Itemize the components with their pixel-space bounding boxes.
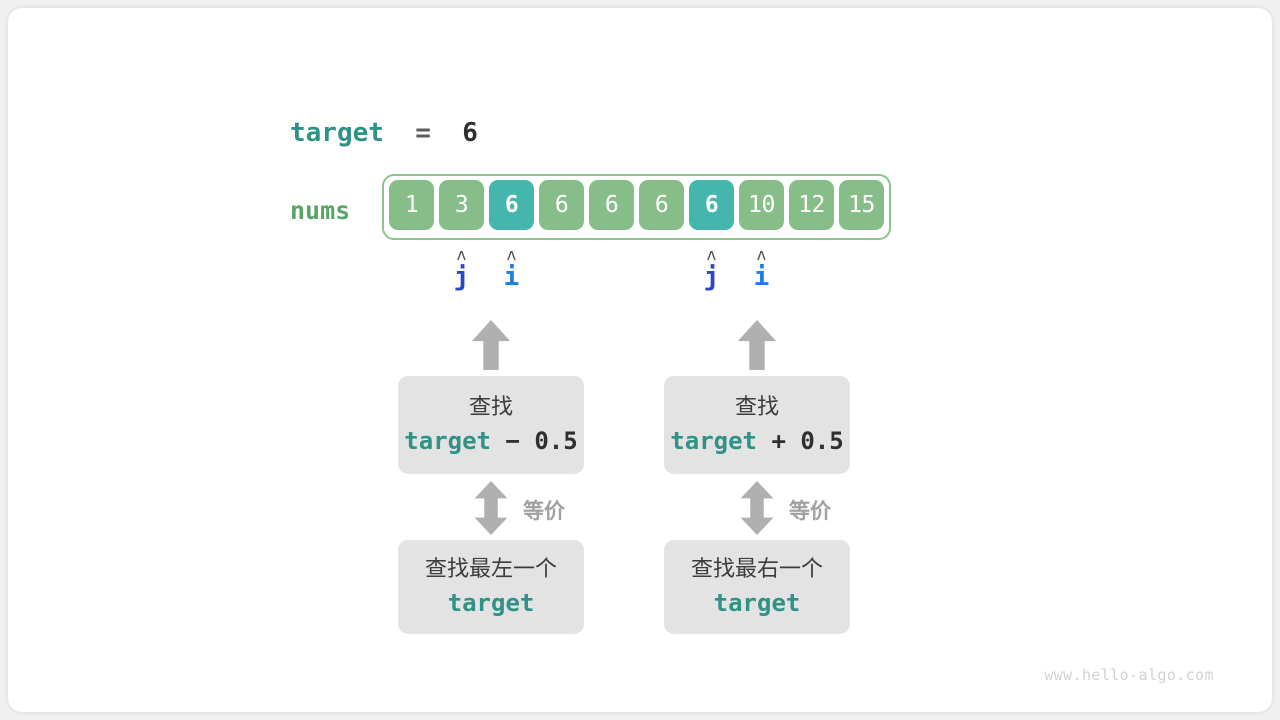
up-arrow-icon xyxy=(737,320,777,374)
box-caption: 查找 xyxy=(468,395,513,420)
up-arrow-icon xyxy=(471,320,511,374)
array-cell: 6 xyxy=(589,180,634,230)
box-caption: 查找最右一个 xyxy=(690,557,823,582)
array-label: nums xyxy=(290,196,351,225)
target-equals: = xyxy=(415,118,431,148)
box-expression-operand: − 0.5 xyxy=(491,427,578,455)
array-cell: 6 xyxy=(539,180,584,230)
target-expression: target = 6 xyxy=(290,118,478,148)
box-expression-variable: target xyxy=(404,427,491,455)
pointer-label: j xyxy=(453,262,470,292)
pointer-label: i xyxy=(503,262,520,292)
search-bound-box: 查找最右一个 target xyxy=(664,540,850,634)
array-cell: 3 xyxy=(439,180,484,230)
box-expression: target + 0.5 xyxy=(670,424,843,458)
box-expression-variable: target xyxy=(670,427,757,455)
array-cell: 1 xyxy=(389,180,434,230)
target-variable: target xyxy=(290,118,384,148)
pointer-caret-icon: ʌ xyxy=(456,245,467,264)
array-cell: 6 xyxy=(689,180,734,230)
box-expression-operand: + 0.5 xyxy=(757,427,844,455)
array-cell: 12 xyxy=(789,180,834,230)
pointer-label: j xyxy=(703,262,720,292)
equivalence-arrow-icon xyxy=(474,481,508,539)
box-expression-variable: target xyxy=(713,589,801,617)
search-bound-box: 查找最左一个 target xyxy=(398,540,584,634)
search-offset-box: 查找 target + 0.5 xyxy=(664,376,850,474)
pointer-caret-icon: ʌ xyxy=(706,245,717,264)
array-cell: 6 xyxy=(489,180,534,230)
search-offset-box: 查找 target − 0.5 xyxy=(398,376,584,474)
array-cell: 6 xyxy=(639,180,684,230)
pointer-caret-icon: ʌ xyxy=(756,245,767,264)
target-value: 6 xyxy=(462,118,478,148)
box-expression: target xyxy=(448,586,535,620)
box-expression: target − 0.5 xyxy=(404,424,577,458)
box-expression-variable: target xyxy=(447,589,535,617)
equivalence-label: 等价 xyxy=(789,499,831,523)
pointer-caret-icon: ʌ xyxy=(506,245,517,264)
array-cell: 15 xyxy=(839,180,884,230)
target-operator xyxy=(384,118,415,148)
box-caption: 查找最左一个 xyxy=(424,557,557,582)
pointer-label: i xyxy=(753,262,770,292)
target-spacer xyxy=(431,118,462,148)
array-cell: 10 xyxy=(739,180,784,230)
equivalence-label: 等价 xyxy=(523,499,565,523)
box-caption: 查找 xyxy=(734,395,779,420)
equivalence-arrow-icon xyxy=(740,481,774,539)
watermark: www.hello-algo.com xyxy=(1044,666,1214,684)
box-expression: target xyxy=(714,586,801,620)
